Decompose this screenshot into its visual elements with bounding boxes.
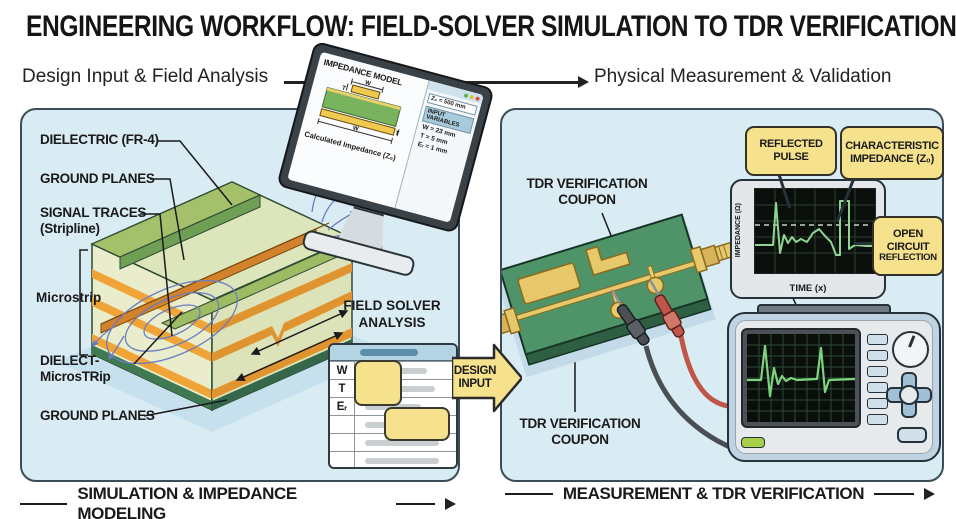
instrument-button xyxy=(867,398,888,409)
instrument-button xyxy=(867,414,888,425)
tdr-instrument xyxy=(727,312,941,462)
footer-simulation: SIMULATION & IMPEDANCE MODELING xyxy=(20,484,456,519)
monitor-screen: IMPEDANCE MODEL W T xyxy=(287,51,484,223)
knob-dial-icon xyxy=(892,331,929,368)
instrument-button xyxy=(867,366,888,377)
design-input-arrow: DESIGN INPUT xyxy=(450,340,524,416)
tdr-coupon-illustration xyxy=(502,212,805,459)
tdr-plot xyxy=(754,188,876,274)
sma-connector-icon xyxy=(689,241,736,274)
label-signal-traces: SIGNAL TRACES (Stripline) xyxy=(40,205,147,237)
sma-connector-icon xyxy=(502,306,522,336)
dpad-icon xyxy=(886,372,932,418)
tdr-graph-frame: IMPEDANCE (Ω) TIME (x) xyxy=(730,179,886,299)
graph-xlabel: TIME (x) xyxy=(789,283,827,294)
callout-reflected-pulse: REFLECTED PULSE xyxy=(745,126,837,176)
field-solver-title: FIELD SOLVER ANALYSIS xyxy=(343,298,441,330)
footer-arrowhead-icon xyxy=(445,498,456,510)
probe-dark xyxy=(610,289,650,346)
label-ground-planes-top: GROUND PLANES xyxy=(40,171,155,186)
instrument-button xyxy=(867,382,888,393)
simulation-panel: DIELECTRIC (FR-4) GROUND PLANES SIGNAL T… xyxy=(20,108,460,482)
probe-red xyxy=(648,279,685,338)
highlight-box-1 xyxy=(354,360,402,406)
highlight-box-2 xyxy=(384,407,450,441)
instrument-pill-button xyxy=(897,427,927,443)
callout-open-circuit: OPEN CIRCUIT REFLECTION xyxy=(872,216,944,276)
table-row xyxy=(330,451,456,467)
power-led xyxy=(741,437,765,448)
monitor: IMPEDANCE MODEL W T xyxy=(253,40,499,322)
measurement-panel: TDR VERIFICATION COUPON TDR VERIFICATION… xyxy=(500,108,944,482)
label-dielect-microstrip: DIELECT- MicrosTRip xyxy=(40,353,111,385)
footer-measurement: MEASUREMENT & TDR VERIFICATION xyxy=(500,484,940,504)
label-ground-planes-bottom: GROUND PLANES xyxy=(40,408,155,423)
instrument-screen xyxy=(747,334,856,422)
tdr-trace xyxy=(755,200,875,256)
svg-text:T: T xyxy=(394,131,399,138)
footer-arrowhead-icon xyxy=(924,488,936,500)
callout-characteristic-impedance: CHARACTERISTIC IMPEDANCE (Z₀) xyxy=(840,126,944,180)
label-dielectric: DIELECTRIC (FR-4) xyxy=(40,132,159,147)
table-header xyxy=(330,345,456,361)
instrument-screen-frame xyxy=(741,328,861,428)
flow-label-left: Design Input & Field Analysis xyxy=(22,66,269,87)
coupon-label-bottom: TDR VERIFICATION COUPON xyxy=(519,416,641,448)
impedance-cross-section: W T W T xyxy=(317,78,402,144)
leader-lines xyxy=(79,140,405,417)
field-lines-icon xyxy=(106,279,238,365)
scope-trace xyxy=(747,344,856,398)
instrument-button xyxy=(867,334,888,345)
svg-text:W: W xyxy=(364,80,371,87)
callout-tail xyxy=(854,242,874,245)
svg-text:T: T xyxy=(341,85,346,92)
instrument-button xyxy=(867,350,888,361)
svg-text:W: W xyxy=(352,126,359,133)
pcb-stackup-illustration xyxy=(57,140,405,432)
label-microstrip: Microstrip xyxy=(36,290,102,305)
flow-arrowhead-icon xyxy=(578,76,589,88)
monitor-bezel: IMPEDANCE MODEL W T xyxy=(276,40,495,234)
tdr-coupon-board xyxy=(502,213,736,378)
coupon-label-top: TDR VERIFICATION COUPON xyxy=(526,176,648,208)
flow-label-right: Physical Measurement & Validation xyxy=(594,66,892,87)
graph-ylabel: IMPEDANCE (Ω) xyxy=(735,202,742,258)
page-title: ENGINEERING WORKFLOW: FIELD-SOLVER SIMUL… xyxy=(26,10,956,43)
